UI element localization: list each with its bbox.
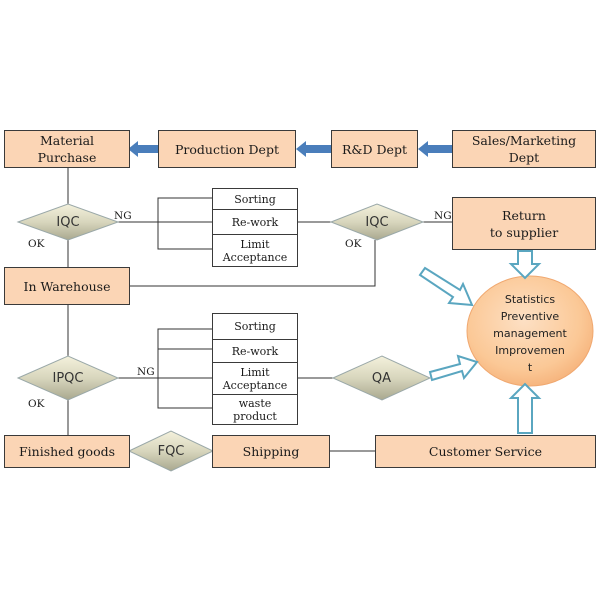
iqc-right-diamond bbox=[329, 203, 425, 241]
arrow-rd-to-production bbox=[296, 141, 331, 157]
ok-right-label: OK bbox=[345, 238, 362, 250]
production-dept-box: Production Dept bbox=[158, 130, 296, 168]
ipqc-action-rework: Re-work bbox=[212, 339, 298, 363]
iqc-action-sorting: Sorting bbox=[212, 188, 298, 210]
ng-right-label: NG bbox=[434, 210, 452, 222]
ipqc-action-waste-product: waste product bbox=[212, 394, 298, 425]
ipqc-ok-label: OK bbox=[28, 398, 45, 410]
arrow-warehouse-to-hub bbox=[418, 266, 474, 307]
bracket-iqc-actions bbox=[157, 197, 212, 250]
hub-line-preventive: Preventive bbox=[500, 310, 560, 323]
sales-marketing-box: Sales/Marketing Dept bbox=[452, 130, 596, 168]
hub-oval bbox=[466, 275, 594, 387]
ipqc-label: IPQC bbox=[52, 370, 84, 386]
iqc-left-label: IQC bbox=[56, 214, 80, 230]
ng-left-label: NG bbox=[114, 210, 132, 222]
iqc-action-rework: Re-work bbox=[212, 209, 298, 235]
ipqc-action-sorting: Sorting bbox=[212, 313, 298, 340]
iqc-action-limit-acceptance: Limit Acceptance bbox=[212, 234, 298, 267]
customer-service-box: Customer Service bbox=[375, 435, 596, 468]
fqc-label: FQC bbox=[157, 443, 185, 459]
hub-text: Statistics Preventive management Improve… bbox=[478, 291, 582, 376]
in-warehouse-box: In Warehouse bbox=[4, 267, 130, 305]
hub-line-management: management bbox=[493, 327, 567, 340]
hub-line-t: t bbox=[527, 361, 533, 374]
ok-left-label: OK bbox=[28, 238, 45, 250]
arrow-return-to-hub bbox=[508, 250, 542, 280]
arrow-sales-to-rd bbox=[418, 141, 452, 157]
hub-line-statistics: Statistics bbox=[504, 293, 556, 306]
arrow-production-to-material bbox=[128, 141, 158, 157]
arrow-cs-to-hub bbox=[508, 382, 542, 434]
return-to-supplier-box: Return to supplier bbox=[452, 197, 596, 250]
rd-dept-box: R&D Dept bbox=[331, 130, 418, 168]
shipping-box: Shipping bbox=[212, 435, 330, 468]
ipqc-action-limit-acceptance: Limit Acceptance bbox=[212, 362, 298, 395]
qa-label: QA bbox=[371, 370, 392, 386]
material-purchase-box: Material Purchase bbox=[4, 130, 130, 168]
hub-line-improvement: Improvemen bbox=[495, 344, 565, 357]
iqc-left-diamond bbox=[16, 203, 120, 241]
arrow-qa-to-hub bbox=[428, 354, 479, 382]
ipqc-ng-label: NG bbox=[137, 366, 155, 378]
bracket-ipqc-actions bbox=[157, 328, 212, 409]
line-iqc-right-warehouse bbox=[130, 240, 376, 287]
iqc-right-label: IQC bbox=[365, 214, 389, 230]
qa-diamond bbox=[331, 355, 432, 401]
finished-goods-box: Finished goods bbox=[4, 435, 130, 468]
ipqc-diamond bbox=[16, 355, 120, 401]
